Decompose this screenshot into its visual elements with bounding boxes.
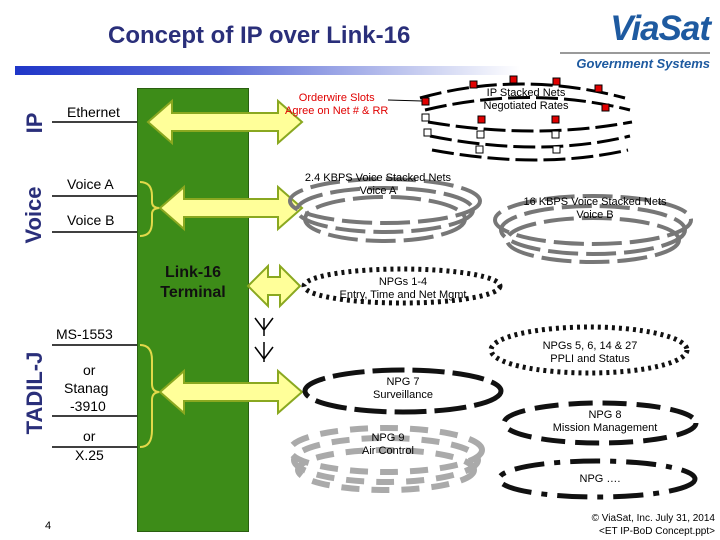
orderwire-pointer bbox=[387, 99, 423, 102]
title-gradient-bar bbox=[15, 66, 520, 75]
npg-7-line1: NPG 7 bbox=[386, 376, 420, 388]
terminal-label-line2: Terminal bbox=[160, 284, 226, 301]
npg-1-4-double-arrow bbox=[246, 263, 302, 309]
ms1553-label: MS-1553 bbox=[56, 326, 113, 342]
ethernet-label: Ethernet bbox=[67, 104, 120, 120]
npg-8-line2: Mission Management bbox=[552, 422, 658, 434]
voice-24-label: 2.4 KBPS Voice Stacked Nets Voice A bbox=[298, 172, 458, 198]
npg-7-line2: Surveillance bbox=[373, 389, 433, 401]
logo-subtitle: Government Systems bbox=[576, 56, 710, 71]
npg-5-6-ellipse bbox=[488, 324, 690, 376]
x25-label: X.25 bbox=[75, 447, 104, 463]
voice-24-line2: Voice A bbox=[359, 185, 397, 197]
voice-24-line1: 2.4 KBPS Voice Stacked Nets bbox=[304, 172, 452, 184]
npg-7-label: NPG 7 Surveillance bbox=[343, 376, 463, 402]
npg-8-label: NPG 8 Mission Management bbox=[540, 409, 670, 435]
ip-double-arrow bbox=[146, 98, 304, 146]
voice-b-label: Voice B bbox=[67, 212, 115, 228]
antenna-icon-2 bbox=[254, 342, 274, 362]
terminal-label-line1: Link-16 bbox=[164, 264, 221, 281]
tadil-double-arrow bbox=[158, 368, 304, 416]
or-label-1: or bbox=[83, 362, 96, 378]
ip-stacked-line2: Negotiated Rates bbox=[483, 100, 569, 112]
npg-5-6-line2: PPLI and Status bbox=[550, 353, 630, 365]
npg-7-ellipse bbox=[302, 367, 504, 415]
copyright-line: © ViaSat, Inc. July 31, 2014 bbox=[591, 513, 715, 524]
npg-1-4-line2: Entry, Time and Net Mgmt bbox=[339, 289, 467, 301]
voice-16-label: 16 KBPS Voice Stacked Nets Voice B bbox=[510, 196, 680, 222]
stanag-number-label: -3910 bbox=[70, 398, 106, 414]
page-number: 4 bbox=[45, 520, 52, 532]
voice-16-stacked-nets bbox=[493, 194, 693, 264]
voice-16-line1: 16 KBPS Voice Stacked Nets bbox=[523, 196, 667, 208]
npg-8-line1: NPG 8 bbox=[588, 409, 622, 421]
file-line: <ET IP-BoD Concept.ppt> bbox=[599, 526, 715, 537]
link16-terminal-block bbox=[137, 88, 249, 532]
npg-9-label: NPG 9 Air Control bbox=[328, 432, 448, 458]
logo-word: ViaSat bbox=[610, 9, 711, 48]
npg-more-label: NPG …. bbox=[550, 473, 650, 486]
voice-24-stacked-nets bbox=[288, 177, 482, 243]
ip-stacked-line1: IP Stacked Nets bbox=[486, 87, 566, 99]
npg-more-ellipse bbox=[496, 458, 698, 500]
orderwire-line1: Orderwire Slots bbox=[298, 92, 375, 104]
orderwire-line2: Agree on Net # & RR bbox=[285, 105, 389, 117]
npg-1-4-label: NPGs 1-4 Entry, Time and Net Mgmt bbox=[328, 276, 478, 302]
page-title: Concept of IP over Link-16 bbox=[108, 22, 411, 49]
npg-1-4-line1: NPGs 1-4 bbox=[378, 276, 428, 288]
tadil-brace bbox=[139, 344, 161, 448]
npg-more-line1: NPG …. bbox=[579, 473, 621, 485]
voice-a-label: Voice A bbox=[67, 176, 114, 192]
voice-brace bbox=[139, 181, 161, 237]
terminal-label: Link-16 Terminal bbox=[137, 263, 249, 303]
logo-divider bbox=[560, 52, 710, 54]
ip-slot-markers bbox=[421, 75, 610, 154]
interface-lines bbox=[52, 121, 137, 448]
npg-8-ellipse bbox=[501, 400, 699, 446]
or-label-2: or bbox=[83, 428, 96, 444]
antenna-icon-1 bbox=[254, 317, 274, 336]
voice-16-line2: Voice B bbox=[576, 209, 614, 221]
npg-5-6-line1: NPGs 5, 6, 14 & 27 bbox=[542, 340, 638, 352]
ip-stacked-label: IP Stacked Nets Negotiated Rates bbox=[466, 87, 586, 113]
npg-9-line2: Air Control bbox=[362, 445, 414, 457]
footer-copyright: © ViaSat, Inc. July 31, 2014 <ET IP-BoD … bbox=[520, 512, 715, 538]
npg-9-line1: NPG 9 bbox=[371, 432, 405, 444]
npg-1-4-ellipse bbox=[301, 266, 503, 306]
voice-double-arrow bbox=[158, 184, 304, 232]
npg-5-6-label: NPGs 5, 6, 14 & 27 PPLI and Status bbox=[515, 340, 665, 366]
npg-9-stacked bbox=[287, 425, 485, 493]
orderwire-label: Orderwire Slots Agree on Net # & RR bbox=[285, 92, 388, 118]
viasat-logo: ViaSat Government Systems bbox=[560, 9, 711, 71]
stanag-label: Stanag bbox=[64, 380, 109, 396]
antenna-icons bbox=[254, 317, 274, 362]
